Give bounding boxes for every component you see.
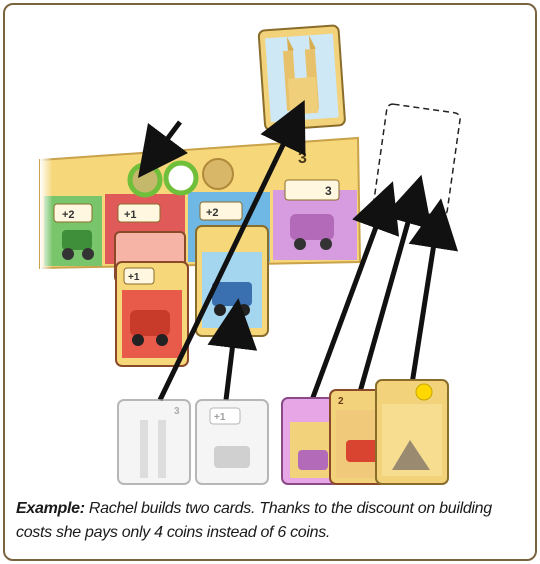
caption-text: Rachel builds two cards. Thanks to the d… bbox=[16, 500, 492, 541]
sun-icon bbox=[416, 384, 432, 400]
caption-lead: Example: bbox=[16, 500, 85, 517]
blue-card-built bbox=[196, 226, 268, 336]
arrow-icon bbox=[360, 194, 416, 392]
hand-card-bonus: +1 bbox=[214, 412, 226, 423]
coin-icon bbox=[130, 165, 160, 195]
cathedral-card-built bbox=[258, 25, 345, 130]
hand-card-quarry bbox=[376, 380, 448, 484]
bonus-label-2: +1 bbox=[124, 209, 137, 221]
hand-card-grey-truck: +1 bbox=[196, 400, 268, 484]
example-caption: Example: Rachel builds two cards. Thanks… bbox=[16, 497, 528, 545]
truck-illustration bbox=[212, 282, 252, 306]
hand-card-cost: 2 bbox=[338, 396, 344, 407]
hand-card-grey-cathedral: 3 bbox=[118, 400, 190, 484]
mixer-truck-illustration bbox=[290, 214, 334, 240]
dashed-card-slot bbox=[373, 103, 461, 216]
slot-cost-label: 3 bbox=[325, 184, 332, 198]
coin-icon bbox=[203, 159, 233, 189]
excavator-illustration bbox=[130, 310, 170, 336]
board-corner-number: 3 bbox=[298, 150, 307, 167]
empty-coin-slot bbox=[166, 163, 196, 193]
red-card-stack: +1 bbox=[115, 232, 188, 366]
built-card-bonus: +1 bbox=[128, 272, 140, 283]
hand-card-corner: 3 bbox=[174, 406, 180, 417]
arrow-icon bbox=[412, 218, 438, 384]
bonus-label-3: +2 bbox=[206, 207, 219, 219]
